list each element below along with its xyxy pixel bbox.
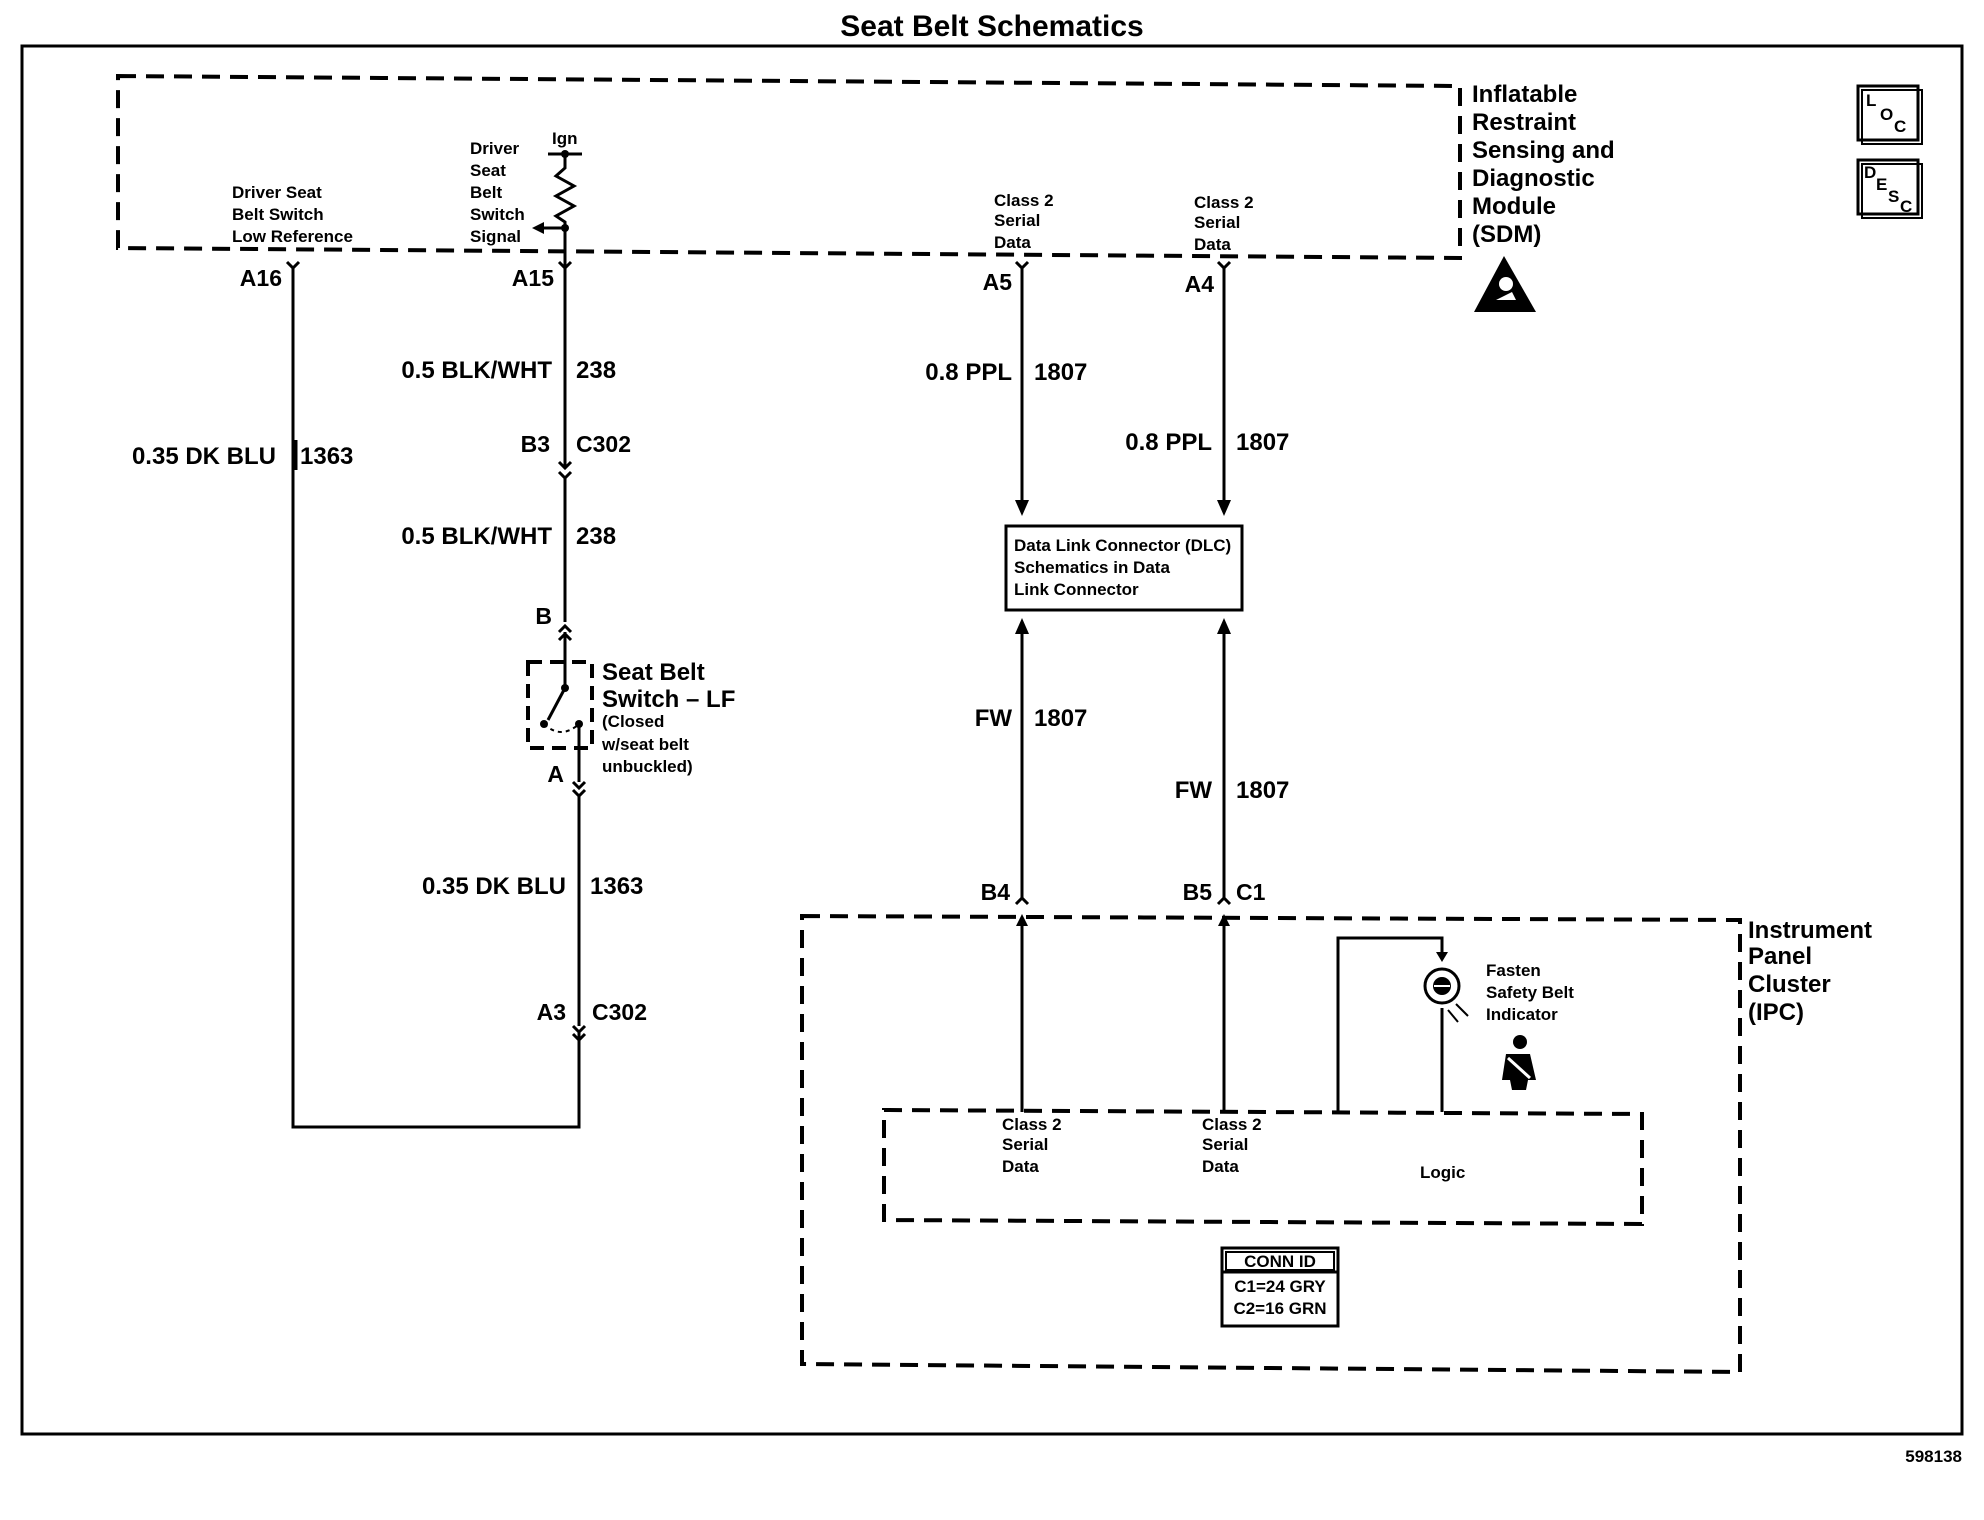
figure-number: 598138 (1905, 1447, 1962, 1466)
sdm-serial-data-a5-label: Class 2 Serial Data (994, 191, 1058, 252)
pin-label-a15: A15 (512, 265, 554, 291)
connector-c302-top: C302 (576, 431, 631, 457)
connector-marks (285, 260, 1232, 1043)
dlc-label: Data Link Connector (DLC) Schematics in … (1014, 536, 1236, 599)
wire-color-label: 0.5 BLK/WHT (401, 523, 552, 550)
pin-label-c1: C1 (1236, 879, 1266, 905)
wire-color-label: 0.8 PPL (1125, 429, 1212, 456)
wire-circuit-label: 1807 (1034, 705, 1087, 732)
pin-label-b3: B3 (521, 431, 550, 457)
ipc-module-label: Instrument Panel Cluster (IPC) (1748, 917, 1879, 1026)
pin-label-a: A (547, 761, 564, 787)
driver-seat-belt-signal-label: Driver Seat Belt Switch Signal (470, 139, 530, 246)
seat-belt-switch-note: (Closed w/seat belt unbuckled) (601, 712, 694, 776)
wire-1363-low-reference (291, 268, 581, 1129)
svg-text:C: C (1894, 117, 1906, 136)
diagram-frame (20, 44, 1964, 1436)
wire-circuit-label: 238 (576, 523, 616, 550)
low-reference-label: Driver Seat Belt Switch Low Reference (232, 183, 353, 246)
wire-color-label: FW (1175, 777, 1213, 804)
fasten-belt-indicator-label: Fasten Safety Belt Indicator (1486, 961, 1579, 1024)
pin-label-a3: A3 (537, 999, 566, 1025)
ipc-logic-outline (882, 1107, 1644, 1227)
wire-color-label: 0.35 DK BLU (422, 873, 566, 900)
pin-label-a16: A16 (240, 265, 282, 291)
sdm-module-outline (116, 73, 1462, 261)
conn-id-row: C1=24 GRY (1234, 1277, 1326, 1296)
conn-id-box (1220, 1246, 1340, 1328)
ipc-serial-lines (1016, 914, 1230, 1112)
indicator-circuit (1336, 936, 1448, 1112)
svg-text:L: L (1866, 91, 1876, 110)
sdm-module-label: Inflatable Restraint Sensing and Diagnos… (1472, 81, 1621, 248)
conn-id-row: C2=16 GRN (1233, 1299, 1326, 1318)
svg-text:S: S (1888, 187, 1899, 206)
seat-belt-switch-outline (526, 660, 594, 750)
ign-label: Ign (552, 129, 578, 148)
wire-color-label: 0.5 BLK/WHT (401, 357, 552, 384)
wire-circuit-label: 1363 (590, 873, 643, 900)
svg-text:D: D (1864, 163, 1876, 182)
pin-label-b5: B5 (1183, 879, 1213, 905)
connector-c302-bottom: C302 (592, 999, 647, 1025)
wire-circuit-label: 1363 (300, 443, 353, 470)
pin-label-a5: A5 (983, 269, 1013, 295)
ipc-serial-data-b5-label: Class 2 Serial Data (1202, 1115, 1266, 1176)
sdm-serial-data-a4-label: Class 2 Serial Data (1194, 193, 1258, 254)
wire-circuit-label: 1807 (1236, 429, 1289, 456)
airbag-warning-icon (1474, 256, 1536, 312)
seat-belt-switch-label: Seat Belt Switch – LF (602, 659, 735, 713)
ipc-logic-label: Logic (1420, 1163, 1465, 1182)
pin-label-a4: A4 (1185, 271, 1215, 297)
wire-1807-b4 (1015, 618, 1029, 898)
svg-text:O: O (1880, 105, 1893, 124)
ipc-serial-data-b4-label: Class 2 Serial Data (1002, 1115, 1066, 1176)
wire-1807-a4 (1217, 268, 1231, 516)
wire-color-label: 0.8 PPL (925, 359, 1012, 386)
svg-text:C: C (1900, 197, 1912, 216)
dlc-box[interactable] (1004, 524, 1244, 612)
page-title: Seat Belt Schematics (840, 10, 1143, 43)
bulb-icon (1423, 967, 1469, 1023)
wire-circuit-label: 1807 (1236, 777, 1289, 804)
wire-circuit-label: 1807 (1034, 359, 1087, 386)
loc-button[interactable]: L O C (1856, 84, 1923, 145)
conn-id-header: CONN ID (1244, 1252, 1316, 1271)
wire-1807-b5 (1217, 618, 1231, 898)
pin-label-b4: B4 (981, 879, 1011, 905)
pin-label-b: B (535, 603, 552, 629)
desc-button[interactable]: D E S C (1856, 158, 1923, 219)
wire-color-label: FW (975, 705, 1013, 732)
seat-belt-switch-contacts (540, 682, 583, 1026)
wire-1807-a5 (1015, 268, 1029, 516)
wire-circuit-label: 238 (576, 357, 616, 384)
seatbelt-person-icon (1502, 1035, 1536, 1090)
ipc-module-outline (800, 913, 1742, 1375)
svg-text:E: E (1876, 175, 1887, 194)
wire-color-label: 0.35 DK BLU (132, 443, 276, 470)
pullup-resistor-symbol (532, 150, 582, 234)
